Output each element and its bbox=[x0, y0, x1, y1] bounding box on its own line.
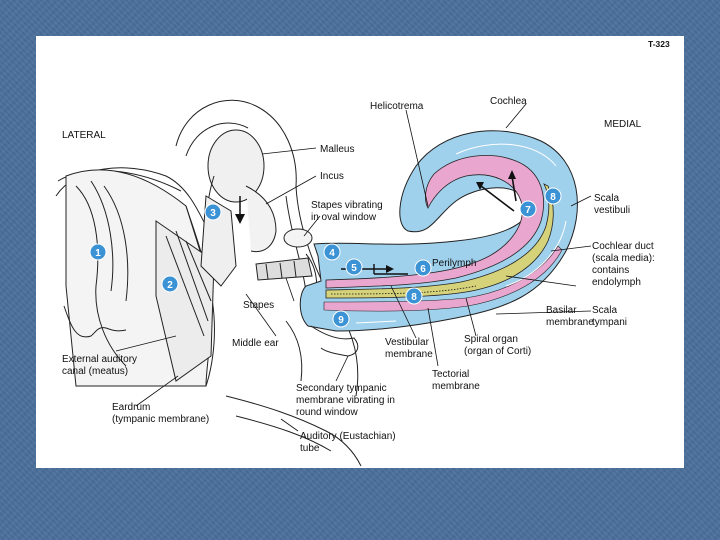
stapes-vibrating-label-1: Stapes vibrating bbox=[311, 200, 383, 211]
marker-4: 4 bbox=[323, 243, 341, 261]
ear-diagram: T-323 bbox=[55, 39, 670, 467]
middle-ear-label: Middle ear bbox=[232, 338, 279, 349]
marker-2: 2 bbox=[161, 275, 179, 293]
scala-vestibuli-label-2: vestibuli bbox=[594, 205, 630, 216]
marker-9: 9 bbox=[332, 310, 350, 328]
stapes-vibrating-label-2: in oval window bbox=[311, 212, 377, 223]
stapes-label: Stapes bbox=[243, 300, 274, 311]
svg-text:5: 5 bbox=[351, 263, 357, 274]
scala-vestibuli-label-1: Scala bbox=[594, 193, 619, 204]
malleus-label: Malleus bbox=[320, 144, 354, 155]
cochlea-label: Cochlea bbox=[490, 96, 527, 107]
svg-text:7: 7 bbox=[525, 205, 531, 216]
basilar-membrane-label-1: Basilar bbox=[546, 305, 577, 316]
svg-text:8: 8 bbox=[550, 192, 556, 203]
ossicles-drawing bbox=[200, 129, 318, 297]
marker-7: 7 bbox=[519, 200, 537, 218]
vestibular-membrane-label-1: Vestibular bbox=[385, 337, 430, 348]
marker-8-upper: 8 bbox=[544, 187, 562, 205]
scala-tympani-label-2: tympani bbox=[592, 317, 627, 328]
helicotrema-label: Helicotrema bbox=[370, 101, 424, 112]
medial-label: MEDIAL bbox=[604, 119, 642, 130]
spiral-organ-label-2: (organ of Corti) bbox=[464, 346, 531, 357]
eardrum-label-2: (tympanic membrane) bbox=[112, 414, 209, 425]
cochlear-duct-label-1: Cochlear duct bbox=[592, 241, 654, 252]
secondary-tympanic-label-1: Secondary tympanic bbox=[296, 383, 387, 394]
basilar-membrane-label-2: membrane bbox=[546, 317, 594, 328]
step-markers: 1 2 3 4 5 6 7 8 8 9 bbox=[89, 187, 562, 328]
cochlear-duct-label-3: contains bbox=[592, 265, 629, 276]
marker-5: 5 bbox=[345, 258, 363, 276]
slide-panel: T-323 bbox=[36, 36, 684, 468]
scala-tympani-label-1: Scala bbox=[592, 305, 617, 316]
eardrum-label-1: Eardrum bbox=[112, 402, 150, 413]
cochlear-duct-label-2: (scala media): bbox=[592, 253, 655, 264]
auditory-tube-label-1: Auditory (Eustachian) bbox=[300, 431, 396, 442]
leader-lines bbox=[115, 103, 592, 432]
secondary-tympanic-label-2: membrane vibrating in bbox=[296, 395, 395, 406]
incus-label: Incus bbox=[320, 171, 344, 182]
spiral-organ-label-1: Spiral organ bbox=[464, 334, 518, 345]
marker-6: 6 bbox=[414, 259, 432, 277]
outer-ear-drawing bbox=[55, 99, 362, 467]
cochlear-duct-label-4: endolymph bbox=[592, 277, 641, 288]
diagram-labels: LATERAL MEDIAL Cochlea Helicotrema Malle… bbox=[62, 96, 655, 454]
lateral-label: LATERAL bbox=[62, 130, 106, 141]
cochlea-drawing bbox=[285, 130, 578, 382]
secondary-tympanic-label-3: round window bbox=[296, 407, 358, 418]
svg-text:4: 4 bbox=[329, 248, 335, 259]
svg-text:6: 6 bbox=[420, 264, 426, 275]
auditory-tube-label-2: tube bbox=[300, 443, 320, 454]
svg-text:3: 3 bbox=[210, 208, 216, 219]
vestibular-membrane-label-2: membrane bbox=[385, 349, 433, 360]
tectorial-membrane-label-2: membrane bbox=[432, 381, 480, 392]
svg-text:8: 8 bbox=[411, 292, 417, 303]
marker-1: 1 bbox=[89, 243, 107, 261]
tectorial-membrane-label-1: Tectorial bbox=[432, 369, 469, 380]
svg-text:2: 2 bbox=[167, 280, 173, 291]
perilymph-label: Perilymph bbox=[432, 258, 476, 269]
svg-text:9: 9 bbox=[338, 315, 344, 326]
figure-code: T-323 bbox=[648, 39, 670, 49]
external-auditory-label-2: canal (meatus) bbox=[62, 366, 128, 377]
marker-8-lower: 8 bbox=[405, 287, 423, 305]
external-auditory-label-1: External auditory bbox=[62, 354, 137, 365]
marker-3: 3 bbox=[204, 203, 222, 221]
svg-text:1: 1 bbox=[95, 248, 101, 259]
